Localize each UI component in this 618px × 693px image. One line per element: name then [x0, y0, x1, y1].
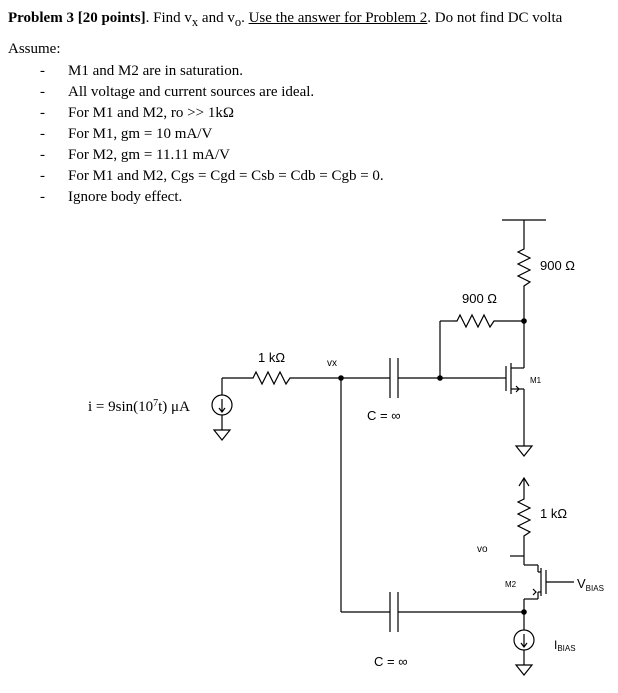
resistor-input: [249, 370, 294, 386]
r-input-label: 1 kΩ: [258, 350, 285, 365]
source-label: i = 9sin(107t) μA: [88, 398, 190, 415]
underlined-instruction: Use the answer for Problem 2: [248, 10, 428, 26]
ibias-label: IBIAS: [554, 638, 576, 653]
rest-text: . Do not find DC volta: [427, 10, 563, 26]
find-sub-o: o: [234, 15, 242, 29]
current-source-bias: [513, 629, 535, 651]
ground-icon: [514, 445, 534, 457]
resistor-top: [516, 245, 532, 290]
problem-header: Problem 3 [20 points]. Find vx and vo. U…: [8, 9, 618, 31]
capacitor-c2: [389, 592, 399, 632]
resistor-m2: [516, 495, 532, 540]
r-top-label: 900 Ω: [540, 258, 575, 273]
assumption-text: Ignore body effect.: [68, 189, 183, 205]
r-feedback-label: 900 Ω: [462, 291, 497, 306]
and-text: and v: [198, 10, 235, 26]
c2-label: C = ∞: [374, 654, 407, 669]
r-m2-label: 1 kΩ: [540, 506, 567, 521]
ground-icon: [514, 664, 534, 676]
node-vx-label: vx: [327, 358, 337, 369]
find-text: . Find v: [145, 10, 192, 26]
assumption-text: For M2, gm = 11.11 mA/V: [68, 147, 230, 163]
problem-label: Problem 3 [20 points]: [8, 10, 146, 26]
assumption-text: For M1, gm = 10 mA/V: [68, 126, 213, 142]
vbias-label: VBIAS: [577, 576, 604, 593]
c1-label: C = ∞: [367, 408, 400, 423]
assume-label: Assume:: [8, 41, 61, 57]
assumption-text: For M1 and M2, Cgs = Cgd = Csb = Cdb = C…: [68, 168, 384, 184]
assumption-text: M1 and M2 are in saturation.: [68, 63, 243, 79]
node-vo-label: vo: [477, 544, 488, 555]
period-text: .: [241, 10, 249, 26]
resistor-feedback: [453, 313, 498, 329]
m2-label: M2: [505, 580, 517, 589]
assumption-text: For M1 and M2, ro >> 1kΩ: [68, 105, 234, 121]
find-sub-x: x: [191, 15, 199, 29]
m1-label: M1: [530, 376, 542, 385]
assumption-text: All voltage and current sources are idea…: [68, 84, 315, 100]
current-source-input: [211, 394, 233, 416]
transistor-m2: [532, 565, 574, 599]
capacitor-c1: [389, 358, 399, 398]
ground-icon: [212, 429, 232, 441]
transistor-m1: [499, 362, 525, 396]
